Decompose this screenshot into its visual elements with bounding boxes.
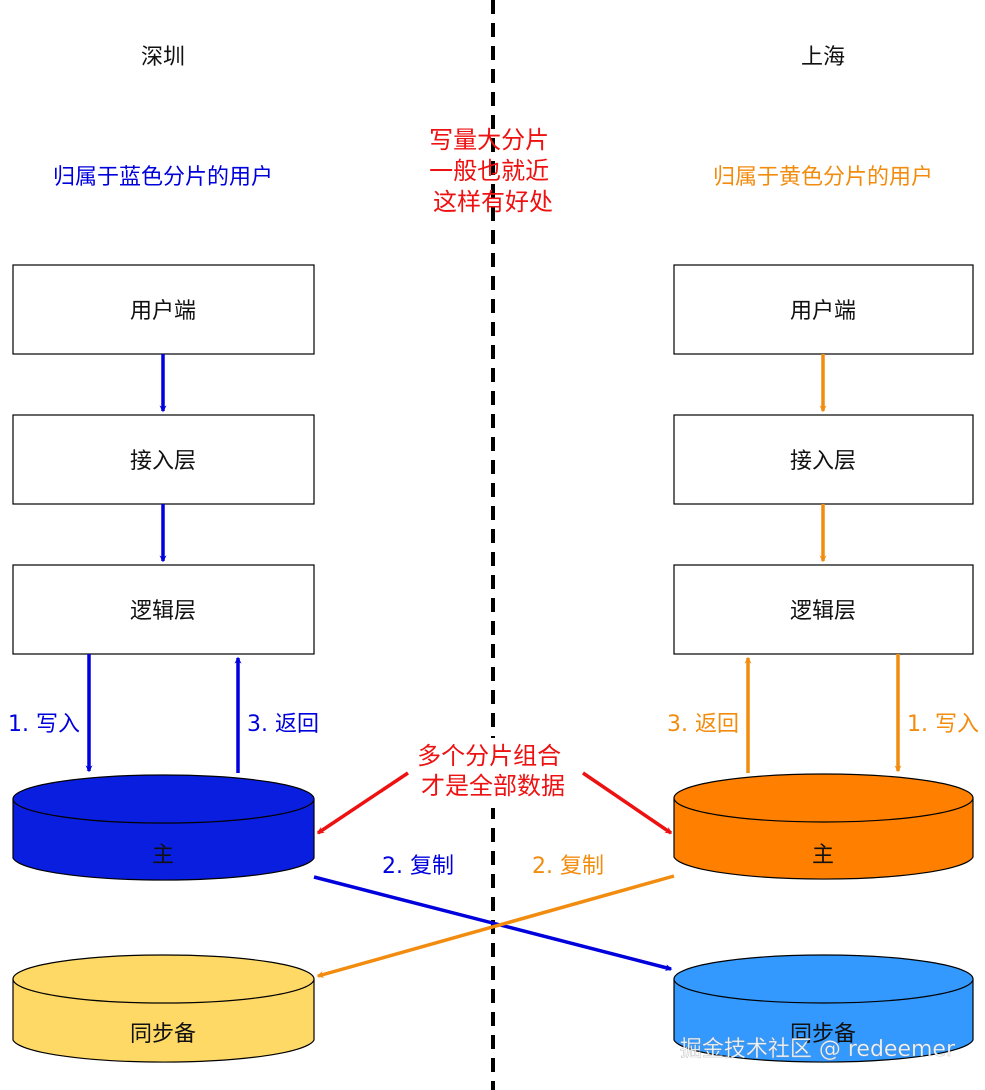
nearby-write-note-line-1: 写量大分片	[429, 126, 549, 154]
left-return-label: 3. 返回	[247, 712, 319, 737]
right-standby-db	[673, 954, 974, 1063]
left-standby-db-label: 同步备	[130, 1022, 196, 1047]
nearby-write-note-line-2: 一般也就近	[429, 157, 549, 185]
left-access-layer-box	[12, 414, 315, 505]
shard-combination-note: 多个分片组合 才是全部数据	[417, 742, 569, 800]
left-logic-layer-box	[12, 564, 315, 655]
right-access-layer-box	[673, 414, 974, 505]
right-access-layer-label: 接入层	[790, 449, 856, 474]
left-primary-db	[12, 774, 315, 881]
right-primary-db	[673, 773, 974, 880]
yellow-shard-users-caption: 归属于黄色分片的用户	[713, 165, 933, 190]
left-client-label: 用户端	[130, 299, 196, 324]
blue-shard-users-caption: 归属于蓝色分片的用户	[53, 165, 273, 190]
right-logic-layer-box	[673, 564, 974, 655]
city-shanghai-label: 上海	[801, 45, 845, 70]
shard-combination-note-line-2: 才是全部数据	[421, 772, 565, 800]
left-client-box	[12, 264, 315, 355]
combine-to-right-primary-arrow	[582, 771, 673, 835]
right-standby-db-label: 同步备	[790, 1022, 856, 1047]
blue-replication-label: 2. 复制	[382, 854, 454, 879]
left-access-layer-label: 接入层	[130, 449, 196, 474]
right-client-label: 用户端	[790, 299, 856, 324]
left-logic-layer-label: 逻辑层	[130, 599, 196, 624]
left-write-label: 1. 写入	[8, 712, 80, 737]
right-write-label: 1. 写入	[907, 712, 979, 737]
nearby-write-note-line-3: 这样有好处	[433, 188, 553, 216]
right-client-box	[673, 264, 974, 355]
left-standby-db	[12, 954, 315, 1063]
right-logic-layer-label: 逻辑层	[790, 599, 856, 624]
shard-combination-note-line-1: 多个分片组合	[417, 742, 561, 770]
orange-replication-label: 2. 复制	[532, 854, 604, 879]
combine-to-left-primary-arrow	[316, 771, 409, 835]
nearby-write-note: 写量大分片 一般也就近 这样有好处	[429, 126, 557, 216]
watermark: 掘金技术社区 @ redeemer	[680, 1037, 956, 1062]
city-shenzhen-label: 深圳	[141, 45, 185, 70]
combine-note-backdrop	[405, 738, 585, 808]
orange-replication-arrow	[316, 874, 675, 978]
left-primary-db-label: 主	[152, 843, 174, 868]
right-return-label: 3. 返回	[667, 712, 739, 737]
right-primary-db-label: 主	[812, 843, 834, 868]
blue-replication-arrow	[313, 875, 673, 971]
